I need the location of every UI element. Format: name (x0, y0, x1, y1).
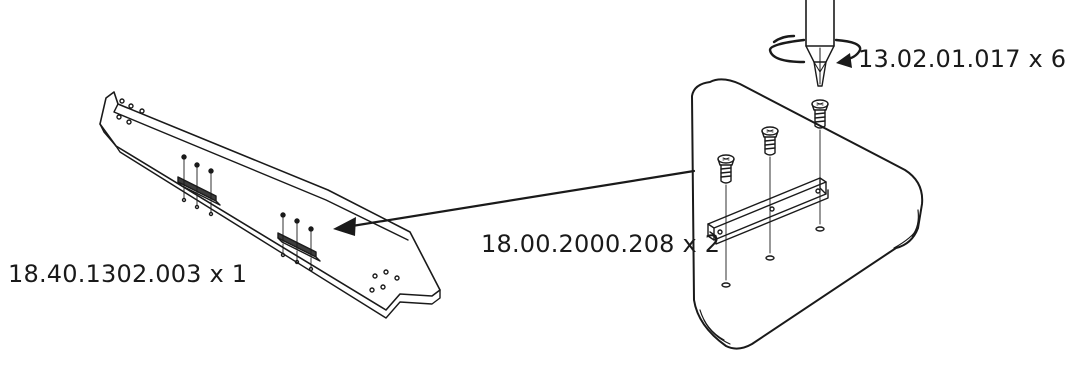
assembly-diagram: 18.40.1302.003 x 1 18.00.2000.208 x 2 13… (8, 0, 1066, 350)
beam-bracket-1 (177, 154, 221, 217)
assembly-illustration (99, 0, 924, 350)
bracket-part-label: 18.00.2000.208 x 2 (481, 230, 721, 258)
pointer-arrow (333, 169, 696, 236)
screw-a (811, 99, 829, 129)
screw-c (717, 154, 735, 184)
beam-part (99, 91, 441, 319)
detail-plate (691, 78, 924, 350)
beam-part-label: 18.40.1302.003 x 1 (8, 260, 248, 288)
screw-b (761, 126, 779, 156)
screwdriver-icon (805, 0, 835, 87)
rotation-arrow-icon (768, 34, 862, 68)
screw-part-label: 13.02.01.017 x 6 (858, 45, 1066, 73)
beam-bracket-2 (277, 212, 321, 272)
screws (717, 99, 829, 288)
